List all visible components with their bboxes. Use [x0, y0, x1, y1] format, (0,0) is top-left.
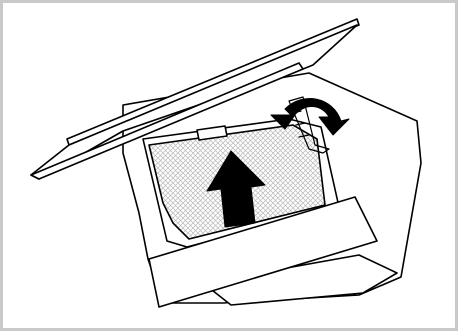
filter-handle [196, 125, 228, 141]
rotate-arrow-icon [270, 98, 350, 136]
filter-latch [288, 96, 330, 154]
front-control-strip [148, 196, 378, 308]
hood-lower-panel [202, 254, 398, 306]
lift-up-arrow-icon [206, 150, 266, 228]
filter-removal-diagram [30, 18, 422, 308]
glass-panel-lower-edge [30, 62, 304, 180]
glass-panel-top [66, 18, 360, 146]
